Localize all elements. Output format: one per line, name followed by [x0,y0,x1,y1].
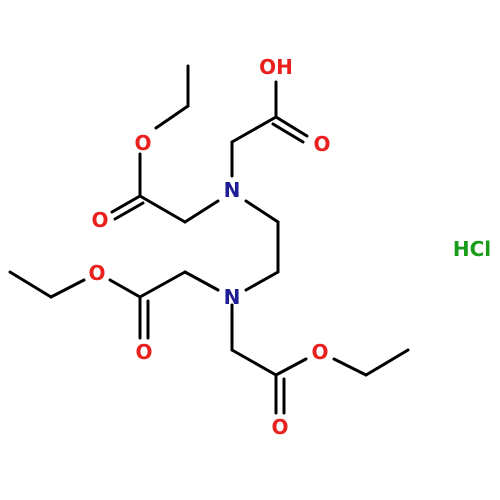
bond-ch2-n-lower [244,270,280,292]
bond-ester1-c-dbl-o-a [110,194,142,214]
atom-oh: OH [259,55,293,79]
bond-ch2-n-upper [183,199,220,224]
atom-o-ester2: O [88,261,105,285]
bond-ester1-c-ch2 [138,194,187,224]
bond-ester2-c-o [108,278,142,299]
bond-cooh-dbl-o-b [271,122,305,144]
bond-cooh-dbl-o-a [274,115,309,138]
bond-n-lower-ch2-left [183,270,220,292]
atom-o-ester1: O [134,131,151,155]
bond-ch2-cooh [230,115,278,144]
bond-ester3-c-o [274,357,308,377]
bond-ch2-ester3-c [230,348,278,377]
bond-n-upper-ch2 [244,199,280,224]
hcl-label: HCl [453,237,491,261]
bond-ethyl1-ch2-o [154,104,190,130]
bond-ester1-c-dbl-o-b [113,201,145,221]
bond-ethyl3-ch2-ch3 [364,348,410,377]
bond-ethyl2-ch2-ch3 [8,270,53,299]
atom-o-acid-carbonyl: O [313,132,330,156]
bond-ester3-o-ch2 [332,357,368,377]
atom-o-ester1-carbonyl: O [91,208,108,232]
atom-n-upper: N [224,178,241,202]
bond-ch2-ester2-c [138,270,187,299]
bond-ester2-o-ch2 [49,278,86,299]
atom-o-ester3: O [311,340,328,364]
atom-n-lower: N [224,285,241,309]
atom-o-ester2-carbonyl: O [135,340,152,364]
atom-o-ester3-carbonyl: O [271,415,288,439]
